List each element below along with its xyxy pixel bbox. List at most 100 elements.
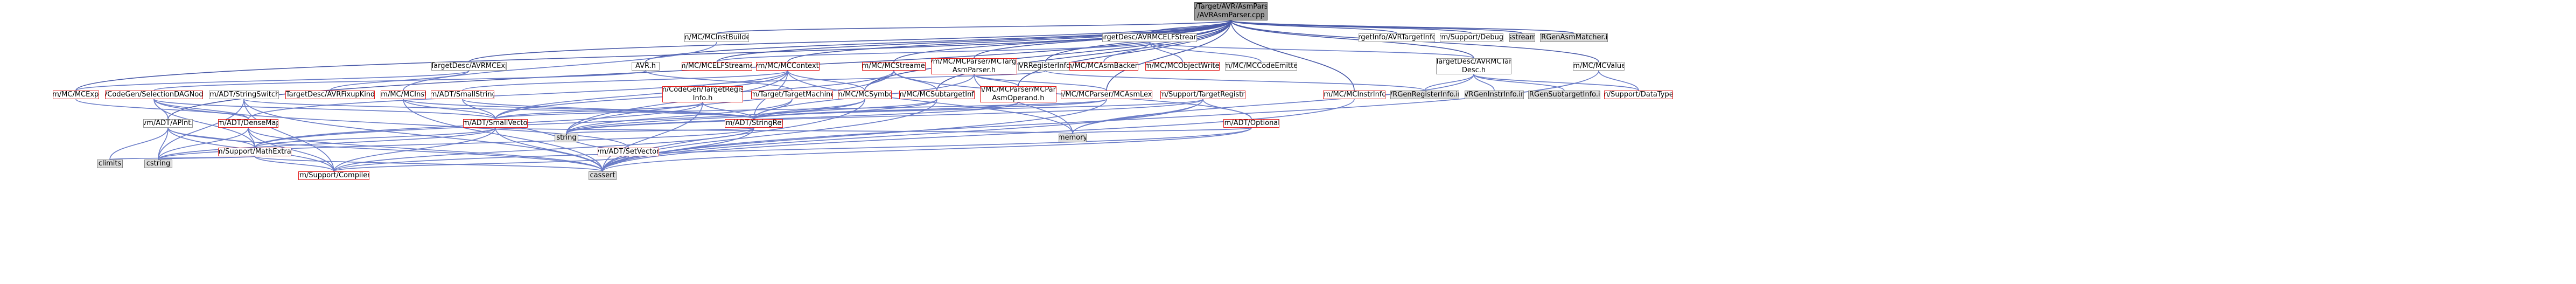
edge-apint-to-mathextras	[167, 127, 255, 148]
edge-root-to-mcelfstreamer	[716, 20, 1231, 63]
node-string: string	[555, 134, 578, 142]
node-avrgenregisterinfo: AVRGenRegisterInfo.inc	[1390, 91, 1459, 99]
edge-adtstringswitch-to-compiler	[243, 99, 334, 172]
node-root: lib/Target/AVR/AsmParser /AVRAsmParser.c…	[1194, 2, 1268, 20]
node-supportdebug[interactable]: llvm/Support/Debug.h	[1440, 33, 1503, 42]
edge-selectiondagnodes-to-setvector	[153, 99, 629, 148]
node-mcinstrinfo[interactable]: llvm/MC/MCInstrInfo.h	[1323, 91, 1385, 99]
edge-setvector-to-cassert	[602, 156, 629, 172]
node-setvector[interactable]: llvm/ADT/SetVector.h	[598, 148, 659, 156]
node-mcinst[interactable]: llvm/MC/MCInst.h	[381, 91, 426, 99]
node-cassert: cassert	[589, 171, 617, 180]
edge-mcstreamer-to-mcsubtargetinfo	[893, 70, 937, 91]
node-mccontext[interactable]: llvm/MC/MCContext.h	[756, 62, 820, 71]
node-apint[interactable]: llvm/ADT/APInt.h	[143, 119, 193, 128]
node-targetregistry[interactable]: llvm/Support/TargetRegistry.h	[1160, 91, 1245, 99]
edge-avrmcexpr-to-mcmcexpr	[75, 70, 470, 91]
edge-mctargetasmparser-to-mcasmlexer	[974, 74, 1107, 91]
edge-mcinst-to-cassert	[403, 99, 603, 172]
node-avr[interactable]: AVR.h	[632, 62, 660, 71]
edge-root-to-mcinstrinfo	[1230, 20, 1355, 91]
node-mcelfstreamer[interactable]: llvm/MC/MCELFStreamer.h	[682, 62, 752, 71]
edge-densemap-to-cstring	[158, 127, 249, 160]
node-targetregisterinfo[interactable]: llvm/CodeGen/TargetRegister Info.h	[662, 86, 743, 102]
edge-selectiondagnodes-to-densemap	[153, 99, 249, 120]
edge-mcvalue-to-datatypes	[1598, 70, 1639, 91]
edge-mctargetdesc_avrmcelfstreamer-to-mcobjectwriter	[1149, 41, 1183, 63]
node-targetmachine[interactable]: llvm/Target/TargetMachine.h	[751, 91, 833, 99]
node-mcsymbol[interactable]: llvm/MC/MCSymbol.h	[838, 91, 892, 99]
edge-mcasmlexer-to-cassert	[602, 99, 1107, 172]
edge-mcasmlexer-to-smallvector	[495, 99, 1107, 120]
edge-avrregisterinfo-to-avrgenregisterinfo	[1045, 70, 1425, 91]
edge-selectiondagnodes-to-mathextras	[153, 99, 255, 148]
node-mcinstbuilder[interactable]: llvm/MC/MCInstBuilder.h	[684, 33, 749, 42]
edge-smallvector-to-mathextras	[254, 127, 496, 148]
node-mcsubtargetinfo[interactable]: llvm/MC/MCSubtargetInfo.h	[899, 91, 975, 99]
edge-stringref-to-cstring	[158, 127, 754, 160]
node-compiler[interactable]: llvm/Support/Compiler.h	[298, 171, 369, 180]
edge-avrmctargetdesc-to-datatypes	[1473, 74, 1639, 91]
edge-stringref-to-compiler	[333, 127, 754, 172]
node-optional[interactable]: llvm/ADT/Optional.h	[1223, 119, 1279, 128]
node-densemap[interactable]: llvm/ADT/DenseMap.h	[218, 119, 278, 128]
edge-mcstreamer-to-mcsymbol	[864, 70, 894, 91]
node-mcobjectwriter[interactable]: llvm/MC/MCObjectWriter.h	[1145, 62, 1220, 71]
node-mccodeemitter[interactable]: llvm/MC/MCCodeEmitter.h	[1225, 62, 1297, 71]
edge-targetregisterinfo-to-stringref	[702, 102, 754, 120]
edge-optional-to-cassert	[602, 127, 1252, 172]
node-smallvector[interactable]: llvm/ADT/SmallVector.h	[463, 119, 528, 128]
edge-targetregisterinfo-to-smallvector	[495, 102, 703, 120]
edge-smallvector-to-cstring	[158, 127, 496, 160]
node-climits: climits	[97, 160, 123, 168]
node-smallstring[interactable]: llvm/ADT/SmallString.h	[431, 91, 494, 99]
node-mcvalue[interactable]: llvm/MC/MCValue.h	[1573, 62, 1625, 71]
edge-stringref-to-string	[566, 127, 754, 134]
edge-targetregistry-to-stringref	[753, 99, 1203, 120]
node-mcparsedasmoperand[interactable]: llvm/MC/MCParser/MCParsed AsmOperand.h	[980, 86, 1056, 102]
edge-optional-to-memory	[1072, 127, 1252, 134]
edge-mctargetdesc_avrmcelfstreamer-to-mcelfstreamer	[716, 41, 1150, 63]
node-targetinfo[interactable]: TargetInfo/AVRTargetInfo.h	[1359, 33, 1435, 42]
node-mcmcexpr[interactable]: llvm/MC/MCExpr.h	[53, 91, 99, 99]
edge-mctargetdesc_avrmcelfstreamer-to-mcasmbackend	[1103, 41, 1150, 63]
edge-targetmachine-to-stringref	[753, 99, 793, 120]
node-adtstringswitch[interactable]: llvm/ADT/StringSwitch.h	[209, 91, 279, 99]
edge-smallvector-to-compiler	[333, 127, 496, 172]
edge-targetmachine-to-string	[566, 99, 793, 134]
node-avrgeninstrinfo: AVRGenInstrInfo.inc	[1465, 91, 1524, 99]
edge-mcmcexpr-to-densemap	[75, 99, 249, 120]
edge-smallvector-to-memory	[495, 127, 1073, 134]
node-avrmctargetdesc[interactable]: MCTargetDesc/AVRMCTarget Desc.h	[1436, 58, 1511, 74]
node-mcstreamer[interactable]: llvm/MC/MCStreamer.h	[862, 62, 926, 71]
node-mctargetdesc_avrmcelfstreamer[interactable]: MCTargetDesc/AVRMCELFStreamer.h	[1102, 33, 1197, 42]
edge-selectiondagnodes-to-smallvector	[153, 99, 496, 120]
edge-root-to-mcasmlexer	[1106, 20, 1231, 91]
node-avrfixupkinds[interactable]: MCTargetDesc/AVRFixupKinds.h	[285, 91, 375, 99]
edge-root-to-avr	[645, 20, 1231, 63]
node-datatypes[interactable]: llvm/Support/DataTypes.h	[1604, 91, 1673, 99]
edge-mathextras-to-compiler	[254, 156, 334, 172]
node-mcasmlexer[interactable]: llvm/MC/MCParser/MCAsmLexer.h	[1061, 91, 1152, 99]
edge-smallstring-to-smallvector	[462, 99, 496, 120]
edge-setvector-to-compiler	[333, 156, 629, 172]
edge-mccontext-to-smallvector	[495, 70, 788, 120]
edge-targetregistry-to-string	[566, 99, 1203, 134]
edge-root-to-avrgenasmmatcher	[1230, 20, 1574, 34]
edge-apint-to-climits	[109, 127, 169, 160]
edge-mctargetdesc_avrmcelfstreamer-to-avrmctargetdesc	[1149, 41, 1474, 59]
edge-mcparsedasmoperand-to-string	[566, 102, 1019, 134]
node-selectiondagnodes[interactable]: llvm/CodeGen/SelectionDAGNodes.h	[105, 91, 203, 99]
node-avrmcexpr[interactable]: MCTargetDesc/AVRMCExpr.h	[431, 62, 507, 71]
node-memory: memory	[1059, 134, 1087, 142]
node-stringref[interactable]: llvm/ADT/StringRef.h	[725, 119, 783, 128]
node-mcasmbackend[interactable]: llvm/MC/MCAsmBackend.h	[1069, 62, 1138, 71]
edge-mcinstrinfo-to-cassert	[602, 99, 1355, 172]
node-avrregisterinfo[interactable]: AVRRegisterInfo.h	[1018, 62, 1073, 71]
edge-root-to-avrmcexpr	[468, 20, 1231, 63]
edge-avr-to-targetmachine	[645, 70, 793, 91]
edge-avr-to-selectiondagnodes	[153, 70, 646, 91]
node-mctargetasmparser[interactable]: llvm/MC/MCParser/MCTarget AsmParser.h	[931, 58, 1017, 74]
